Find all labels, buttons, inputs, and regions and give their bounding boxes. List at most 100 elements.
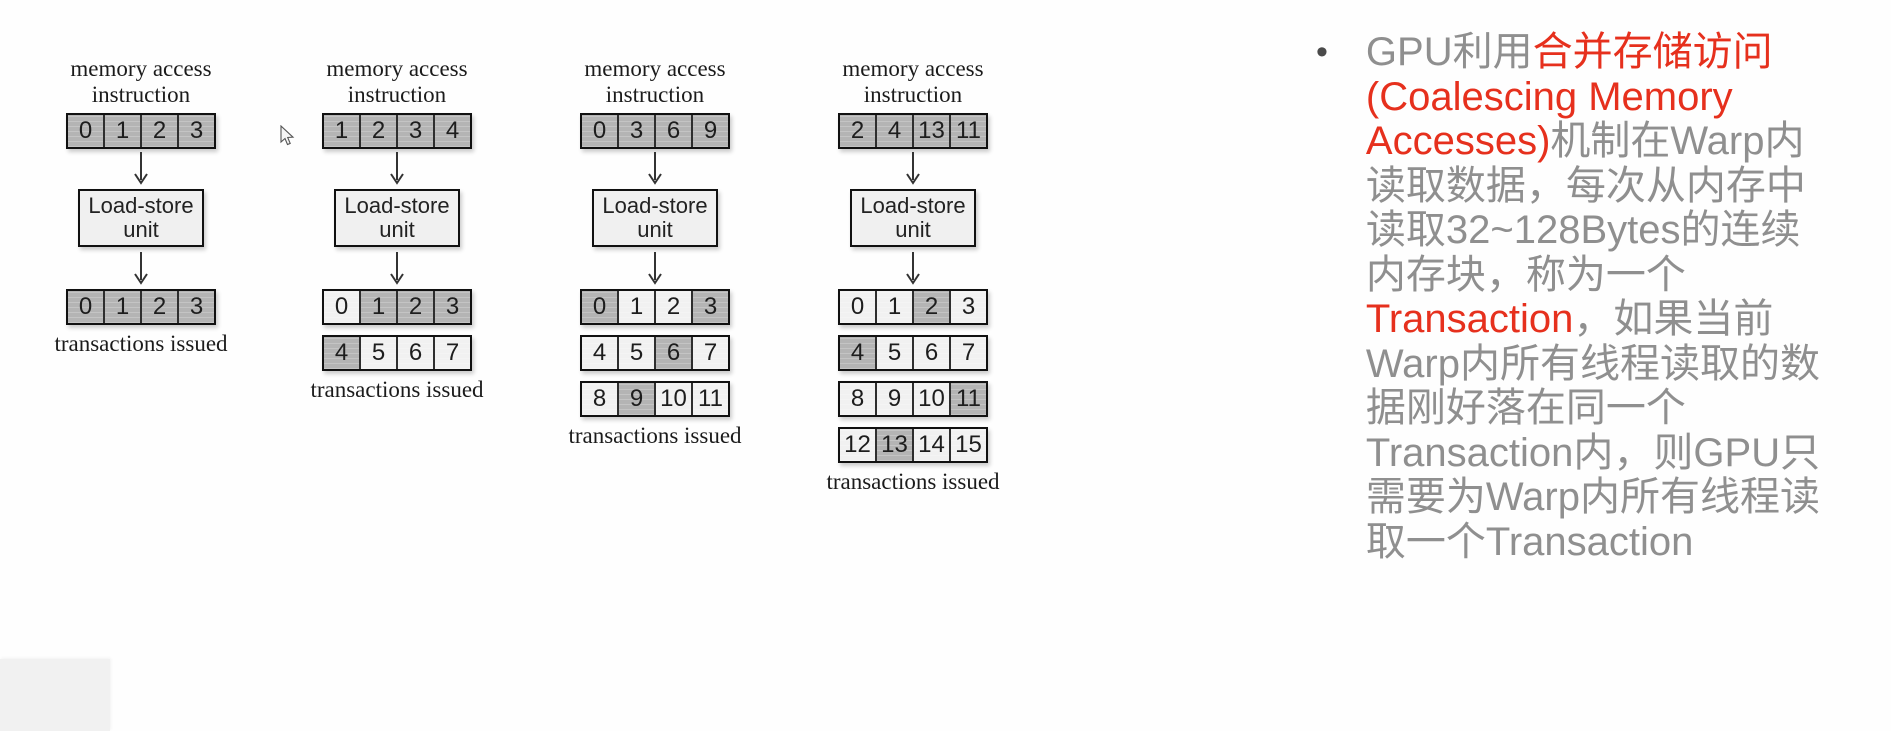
word-cell: 6 [654, 115, 691, 147]
note-segment-red: 合并存储访问(Coalescing Memory Accesses) [1365, 30, 1773, 163]
word-cell: 8 [582, 383, 617, 415]
load-store-unit-box: Load-store unit [592, 189, 718, 247]
word-cell: 5 [875, 337, 912, 369]
word-cell: 2 [654, 291, 691, 323]
diagram-title: memory access instruction [326, 56, 467, 108]
word-cell: 5 [359, 337, 396, 369]
load-store-unit-label-line2: unit [123, 217, 159, 242]
word-cell: 1 [617, 291, 654, 323]
word-cell: 9 [691, 115, 728, 147]
word-cell: 9 [617, 383, 654, 415]
word-cell: 0 [582, 291, 617, 323]
down-arrow-icon [905, 250, 921, 286]
word-cell: 4 [840, 337, 875, 369]
diagram-title-line2: instruction [91, 82, 191, 107]
word-cell: 2 [359, 115, 396, 147]
load-store-unit-label-line2: unit [379, 217, 415, 242]
note-segment-gray: 机制在Warp内读取数据，每次从内存中读取32~128Bytes的连续内存块，称… [1365, 119, 1806, 297]
word-cell: 1 [875, 291, 912, 323]
word-cell: 7 [949, 337, 986, 369]
word-cell: 4 [433, 115, 470, 147]
word-cell: 13 [875, 429, 912, 461]
transactions-issued-label: transactions issued [826, 469, 1000, 494]
word-cell: 10 [912, 383, 949, 415]
diagram-title: memory access instruction [584, 56, 725, 108]
word-cell: 0 [324, 291, 359, 323]
down-arrow-icon [647, 150, 663, 186]
word-cell: 4 [324, 337, 359, 369]
word-cell: 4 [875, 115, 912, 147]
word-cell: 3 [617, 115, 654, 147]
load-store-unit-label-line2: unit [895, 217, 931, 242]
load-store-unit-box: Load-store unit [850, 189, 976, 247]
down-arrow-icon [647, 250, 663, 286]
note-bullet-item: • GPU利用合并存储访问(Coalescing Memory Accesses… [1316, 30, 1846, 564]
word-cell: 0 [840, 291, 875, 323]
bullet-icon: • [1316, 33, 1328, 71]
word-cell: 15 [949, 429, 986, 461]
diagram-title-line2: instruction [605, 82, 705, 107]
word-cell: 3 [433, 291, 470, 323]
transactions-issued-label: transactions issued [568, 423, 742, 448]
diagram-title-line1: memory access [326, 56, 468, 81]
bottom-left-panel [0, 659, 110, 731]
word-cell: 5 [617, 337, 654, 369]
word-cell: 6 [654, 337, 691, 369]
diagram-title-line2: instruction [863, 82, 963, 107]
load-store-unit-label-line1: Load-store [602, 193, 708, 218]
word-cell: 2 [396, 291, 433, 323]
word-cell: 3 [177, 115, 214, 147]
word-cell: 1 [103, 115, 140, 147]
word-cell: 10 [654, 383, 691, 415]
diagram-title-line1: memory access [584, 56, 726, 81]
word-cell: 3 [177, 291, 214, 323]
word-cell: 7 [691, 337, 728, 369]
note-segment-red: Transaction [1365, 297, 1574, 341]
word-cell: 6 [396, 337, 433, 369]
down-arrow-icon [389, 250, 405, 286]
word-cell: 3 [949, 291, 986, 323]
word-cell: 14 [912, 429, 949, 461]
word-cell: 8 [840, 383, 875, 415]
diagram-title: memory access instruction [842, 56, 983, 108]
load-store-unit-label-line1: Load-store [88, 193, 194, 218]
diagram-title-line1: memory access [70, 56, 212, 81]
diagram-title: memory access instruction [70, 56, 211, 108]
diagram-title-line2: instruction [347, 82, 447, 107]
word-cell: 11 [949, 383, 986, 415]
word-cell: 1 [324, 115, 359, 147]
load-store-unit-label-line1: Load-store [344, 193, 450, 218]
word-cell: 0 [582, 115, 617, 147]
mouse-cursor-icon [280, 124, 295, 152]
load-store-unit-label-line2: unit [637, 217, 673, 242]
word-cell: 11 [691, 383, 728, 415]
word-cell: 12 [840, 429, 875, 461]
word-cell: 13 [912, 115, 949, 147]
load-store-unit-box: Load-store unit [334, 189, 460, 247]
word-cell: 2 [140, 115, 177, 147]
diagram-title-line1: memory access [842, 56, 984, 81]
